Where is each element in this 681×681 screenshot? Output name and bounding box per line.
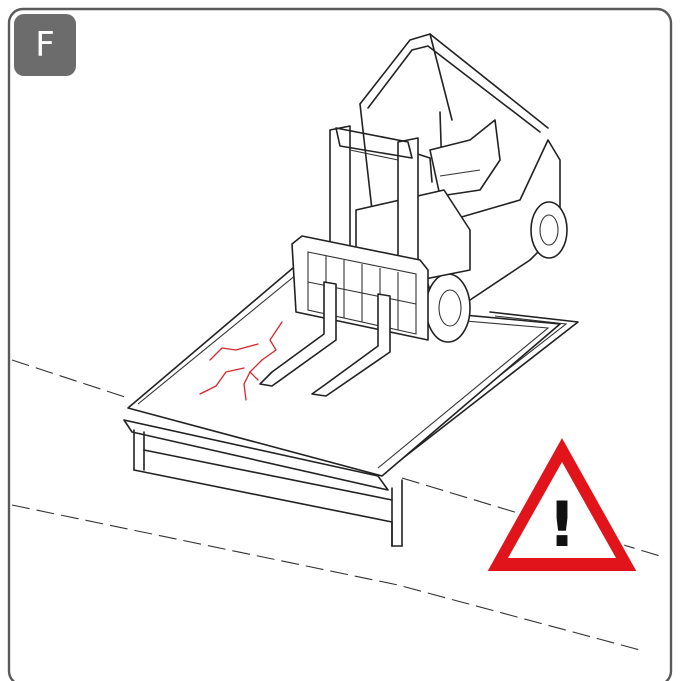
crack-marks-icon — [199, 321, 283, 401]
warning-symbol: ! — [548, 488, 576, 561]
panel-border — [7, 7, 673, 681]
forklift-icon — [259, 33, 568, 397]
panel-label-badge: F — [14, 14, 76, 76]
warning-triangle-icon: ! — [485, 435, 639, 573]
